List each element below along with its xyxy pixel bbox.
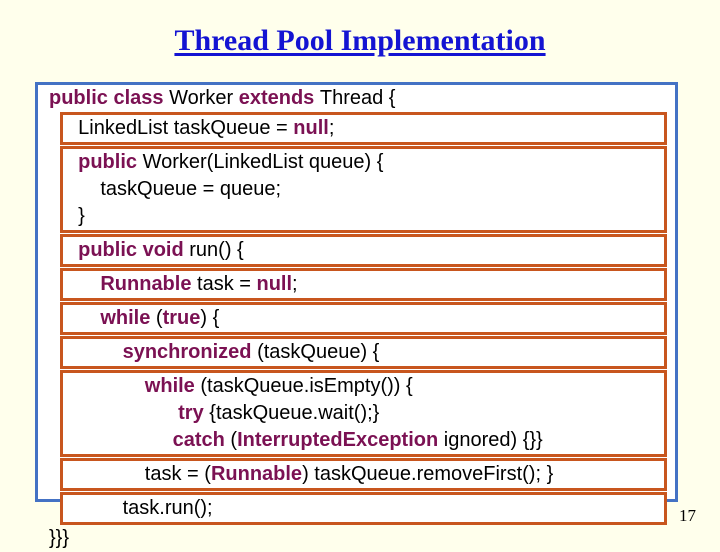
code-identifier: ) { bbox=[200, 307, 220, 329]
code-block-frame: public class Worker extends Thread { Lin… bbox=[35, 82, 678, 549]
code-indent bbox=[67, 463, 145, 485]
code-keyword: public void bbox=[78, 239, 190, 261]
code-keyword: public class bbox=[49, 87, 170, 109]
code-indent bbox=[67, 178, 100, 200]
code-identifier: } bbox=[78, 205, 85, 227]
code-indent bbox=[67, 375, 145, 397]
code-identifier: Worker bbox=[169, 87, 239, 109]
code-line: taskQueue = queue; bbox=[67, 176, 660, 203]
code-indent bbox=[67, 205, 78, 227]
code-keyword: while bbox=[144, 375, 201, 397]
code-line: catch (InterruptedException ignored) {}} bbox=[67, 427, 660, 454]
code-identifier: (taskQueue) { bbox=[257, 341, 380, 363]
code-indent bbox=[67, 151, 78, 173]
code-indent bbox=[67, 429, 173, 451]
code-line: synchronized (taskQueue) { bbox=[67, 339, 660, 366]
code-highlight-box: Runnable task = null; bbox=[60, 268, 667, 301]
code-identifier: Thread { bbox=[319, 87, 396, 109]
code-line-footer: }}} bbox=[38, 525, 675, 552]
code-identifier: ( bbox=[155, 307, 163, 329]
code-indent bbox=[67, 273, 100, 295]
code-keyword: InterruptedException bbox=[237, 429, 444, 451]
code-identifier: ; bbox=[292, 273, 298, 295]
code-keyword: while bbox=[100, 307, 156, 329]
code-identifier: task = bbox=[197, 273, 257, 295]
code-identifier: (taskQueue.isEmpty()) { bbox=[200, 375, 413, 397]
code-keyword: Runnable bbox=[100, 273, 198, 295]
code-highlight-box: public Worker(LinkedList queue) { taskQu… bbox=[60, 146, 667, 233]
code-indent bbox=[67, 497, 123, 519]
code-identifier: ( bbox=[230, 429, 238, 451]
code-identifier: {taskQueue.wait();} bbox=[209, 402, 380, 424]
code-identifier: }}} bbox=[49, 527, 70, 549]
code-indent bbox=[67, 117, 78, 139]
code-identifier: task.run(); bbox=[122, 497, 213, 519]
code-identifier: ) taskQueue.removeFirst(); } bbox=[302, 463, 554, 485]
page-number: 17 bbox=[679, 506, 696, 525]
code-line: while (taskQueue.isEmpty()) { bbox=[67, 373, 660, 400]
code-line: task = (Runnable) taskQueue.removeFirst(… bbox=[67, 461, 660, 488]
code-highlight-box: LinkedList taskQueue = null; bbox=[60, 112, 667, 145]
code-highlight-box: while (taskQueue.isEmpty()) { try {taskQ… bbox=[60, 370, 667, 457]
code-identifier: ignored) {}} bbox=[443, 429, 543, 451]
code-keyword: synchronized bbox=[122, 341, 258, 363]
code-line: task.run(); bbox=[67, 495, 660, 522]
code-indent bbox=[67, 239, 78, 261]
code-keyword: extends bbox=[238, 87, 320, 109]
code-keyword: null bbox=[293, 117, 329, 139]
code-identifier: run() { bbox=[189, 239, 244, 261]
code-line: public Worker(LinkedList queue) { bbox=[67, 149, 660, 176]
code-stack: public class Worker extends Thread { Lin… bbox=[38, 85, 675, 549]
code-keyword: null bbox=[256, 273, 293, 295]
code-keyword: public bbox=[78, 151, 143, 173]
code-line: Runnable task = null; bbox=[67, 271, 660, 298]
code-highlight-box: synchronized (taskQueue) { bbox=[60, 336, 667, 369]
code-identifier: Worker(LinkedList queue) { bbox=[142, 151, 384, 173]
code-line: LinkedList taskQueue = null; bbox=[67, 115, 660, 142]
code-keyword: true bbox=[162, 307, 201, 329]
code-line: try {taskQueue.wait();} bbox=[67, 400, 660, 427]
code-identifier: ; bbox=[328, 117, 335, 139]
code-line-header: public class Worker extends Thread { bbox=[38, 85, 675, 112]
code-highlight-box: task.run(); bbox=[60, 492, 667, 525]
code-keyword: catch bbox=[172, 429, 231, 451]
code-identifier: taskQueue = queue; bbox=[100, 178, 282, 200]
code-line: while (true) { bbox=[67, 305, 660, 332]
page-title: Thread Pool Implementation bbox=[174, 24, 546, 57]
code-highlight-box: public void run() { bbox=[60, 234, 667, 267]
code-line: } bbox=[67, 203, 660, 230]
code-highlight-box: task = (Runnable) taskQueue.removeFirst(… bbox=[60, 458, 667, 491]
code-indent bbox=[67, 402, 178, 424]
code-keyword: Runnable bbox=[210, 463, 303, 485]
code-indent bbox=[67, 341, 123, 363]
code-line: public void run() { bbox=[67, 237, 660, 264]
code-identifier: task = ( bbox=[144, 463, 211, 485]
code-indent bbox=[67, 307, 100, 329]
code-identifier: LinkedList taskQueue = bbox=[78, 117, 294, 139]
code-highlight-box: while (true) { bbox=[60, 302, 667, 335]
code-keyword: try bbox=[178, 402, 210, 424]
